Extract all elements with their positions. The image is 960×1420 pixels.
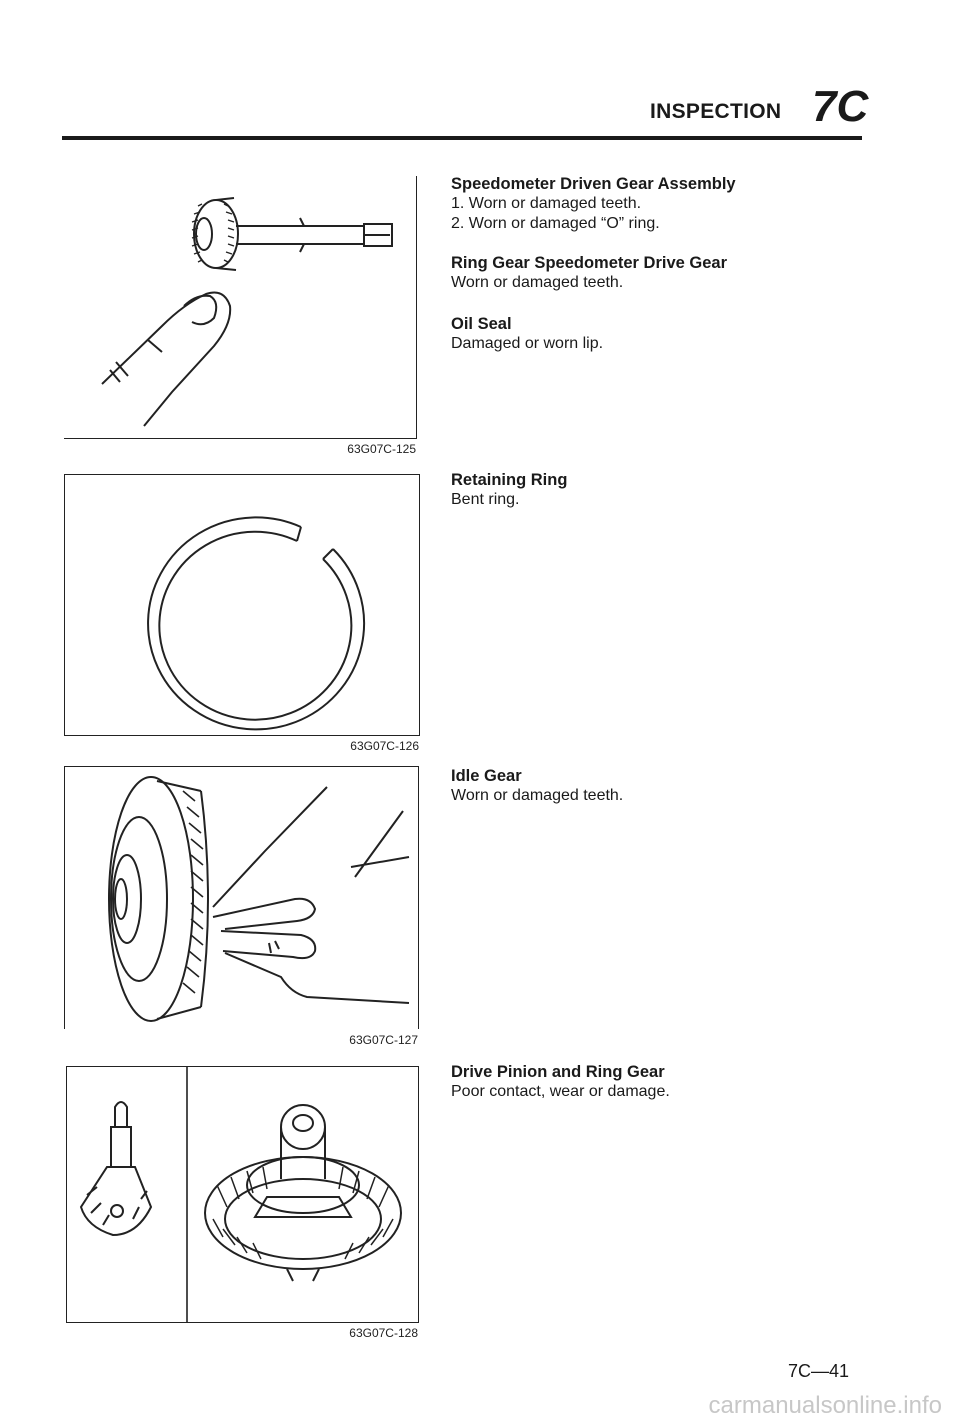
section-drive-pinion-ring-gear: Drive Pinion and Ring Gear Poor contact,… xyxy=(451,1062,871,1102)
section-code: 7C xyxy=(812,82,869,131)
figure-idle-gear: 63G07C-127 xyxy=(64,766,419,1047)
watermark-text: carmanualsonline.info xyxy=(708,1392,942,1419)
section-line: 1. Worn or damaged teeth. xyxy=(451,195,642,212)
section-heading: Oil Seal xyxy=(451,315,512,333)
section-heading: Retaining Ring xyxy=(451,471,568,489)
section-idle-gear: Idle Gear Worn or damaged teeth. xyxy=(451,766,871,806)
section-line: Poor contact, wear or damage. xyxy=(451,1083,670,1100)
figure-code: 63G07C-126 xyxy=(350,739,419,753)
figure-code: 63G07C-128 xyxy=(349,1326,418,1340)
page-number: 7C—41 xyxy=(787,1361,849,1381)
section-line: Bent ring. xyxy=(451,491,520,508)
section-speedometer-driven-gear: Speedometer Driven Gear Assembly 1. Worn… xyxy=(451,174,871,234)
figure-code: 63G07C-125 xyxy=(347,442,416,456)
section-line: Damaged or worn lip. xyxy=(451,335,604,352)
page-section-title: INSPECTION xyxy=(650,100,782,123)
pinion-ring-gear-illustration xyxy=(79,1067,402,1322)
figure-speedometer-gear: 63G07C-125 xyxy=(64,176,417,456)
section-heading: Drive Pinion and Ring Gear xyxy=(451,1063,665,1081)
section-retaining-ring: Retaining Ring Bent ring. xyxy=(451,470,871,510)
idle-gear-illustration xyxy=(108,776,410,1022)
section-heading: Speedometer Driven Gear Assembly xyxy=(451,175,736,193)
speedometer-gear-illustration xyxy=(101,197,393,427)
section-line: Worn or damaged teeth. xyxy=(451,274,624,291)
section-line: Worn or damaged teeth. xyxy=(451,787,624,804)
section-heading: Ring Gear Speedometer Drive Gear xyxy=(451,254,728,272)
section-line: 2. Worn or damaged “O” ring. xyxy=(451,215,660,232)
section-ring-gear-speedometer-drive-gear: Ring Gear Speedometer Drive Gear Worn or… xyxy=(451,253,871,293)
figure-drive-pinion-ring-gear: 63G07C-128 xyxy=(66,1066,419,1340)
figure-code: 63G07C-127 xyxy=(349,1033,418,1047)
watermark: carmanualsonline.info xyxy=(0,1392,960,1420)
section-oil-seal: Oil Seal Damaged or worn lip. xyxy=(451,314,871,354)
header-rule xyxy=(62,136,862,140)
section-heading: Idle Gear xyxy=(451,767,522,785)
retaining-ring-illustration xyxy=(147,516,366,731)
figure-retaining-ring: 63G07C-126 xyxy=(64,474,420,753)
